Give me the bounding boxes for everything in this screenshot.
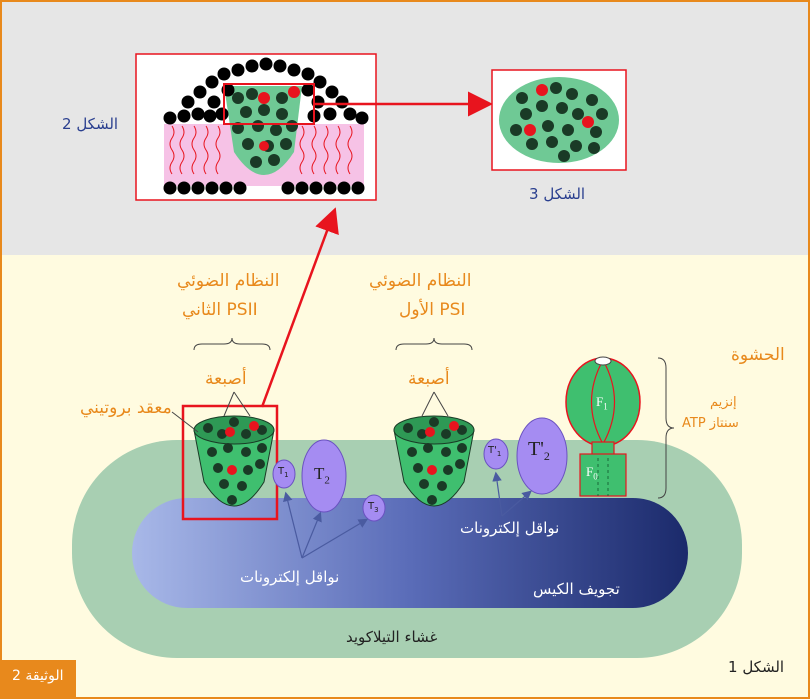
carriers: [272, 417, 568, 522]
lipid-heads-top: [163, 57, 369, 125]
brace-ps2: [193, 337, 271, 351]
lipid-tails: [169, 125, 353, 175]
carrier-T2-label: T2: [314, 464, 330, 487]
carrier-T1p-label: T'1: [488, 445, 502, 458]
ps1-title-line2: الأول PSI: [399, 300, 466, 320]
figure3-cross-section: [491, 69, 627, 171]
carrier-T1-label: T1: [278, 466, 289, 479]
electron-carriers-label-1: نواقل إلكترونات: [460, 519, 560, 537]
fingers-ps1-label: أصبعة: [408, 369, 450, 389]
brace-ps1: [395, 337, 473, 351]
brace-atp: [657, 357, 675, 499]
ps2-title-line2: الثاني PSII: [182, 300, 258, 320]
atp-synthase-label-1: إنزيم: [710, 395, 737, 410]
link-arrow: [260, 207, 339, 408]
lipid-heads-bottom: [163, 181, 365, 195]
ps2-title-line1: النظام الضوئي: [177, 271, 280, 291]
finger-pointers: [171, 391, 449, 433]
figure2-membrane-patch: [135, 53, 377, 201]
lumen-label: تجويف الكيس: [533, 580, 620, 598]
ps2-complex: [193, 415, 275, 507]
ps1-complex: [393, 415, 475, 507]
figure1-label: الشكل 1: [728, 658, 785, 676]
fingers-ps2-label: أصبعة: [205, 369, 247, 389]
protein-complex-label: معقد بروتيني: [80, 398, 172, 418]
atp-synthase: [565, 356, 641, 497]
carrier-T3-label: T3: [368, 501, 379, 514]
thylakoid-membrane-label: غشاء التيلاكويد: [346, 628, 438, 646]
atp-F1-label: F1: [596, 394, 608, 412]
document-label: الوثيقة 2: [12, 668, 64, 684]
carrier-pointers: [283, 471, 532, 559]
figure2-label: الشكل 2: [62, 115, 119, 133]
atp-F0-label: F0: [586, 464, 598, 482]
electron-carriers-label-2: نواقل إلكترونات: [240, 568, 340, 586]
atp-synthase-label-2: ATP سنتاز: [682, 416, 739, 431]
stroma-label: الحشوة: [731, 345, 785, 365]
figure3-label: الشكل 3: [529, 185, 586, 203]
ps1-title-line1: النظام الضوئي: [369, 271, 472, 291]
document-badge: الوثيقة 2: [2, 660, 76, 697]
carrier-T2p-label: T'2: [528, 438, 550, 463]
